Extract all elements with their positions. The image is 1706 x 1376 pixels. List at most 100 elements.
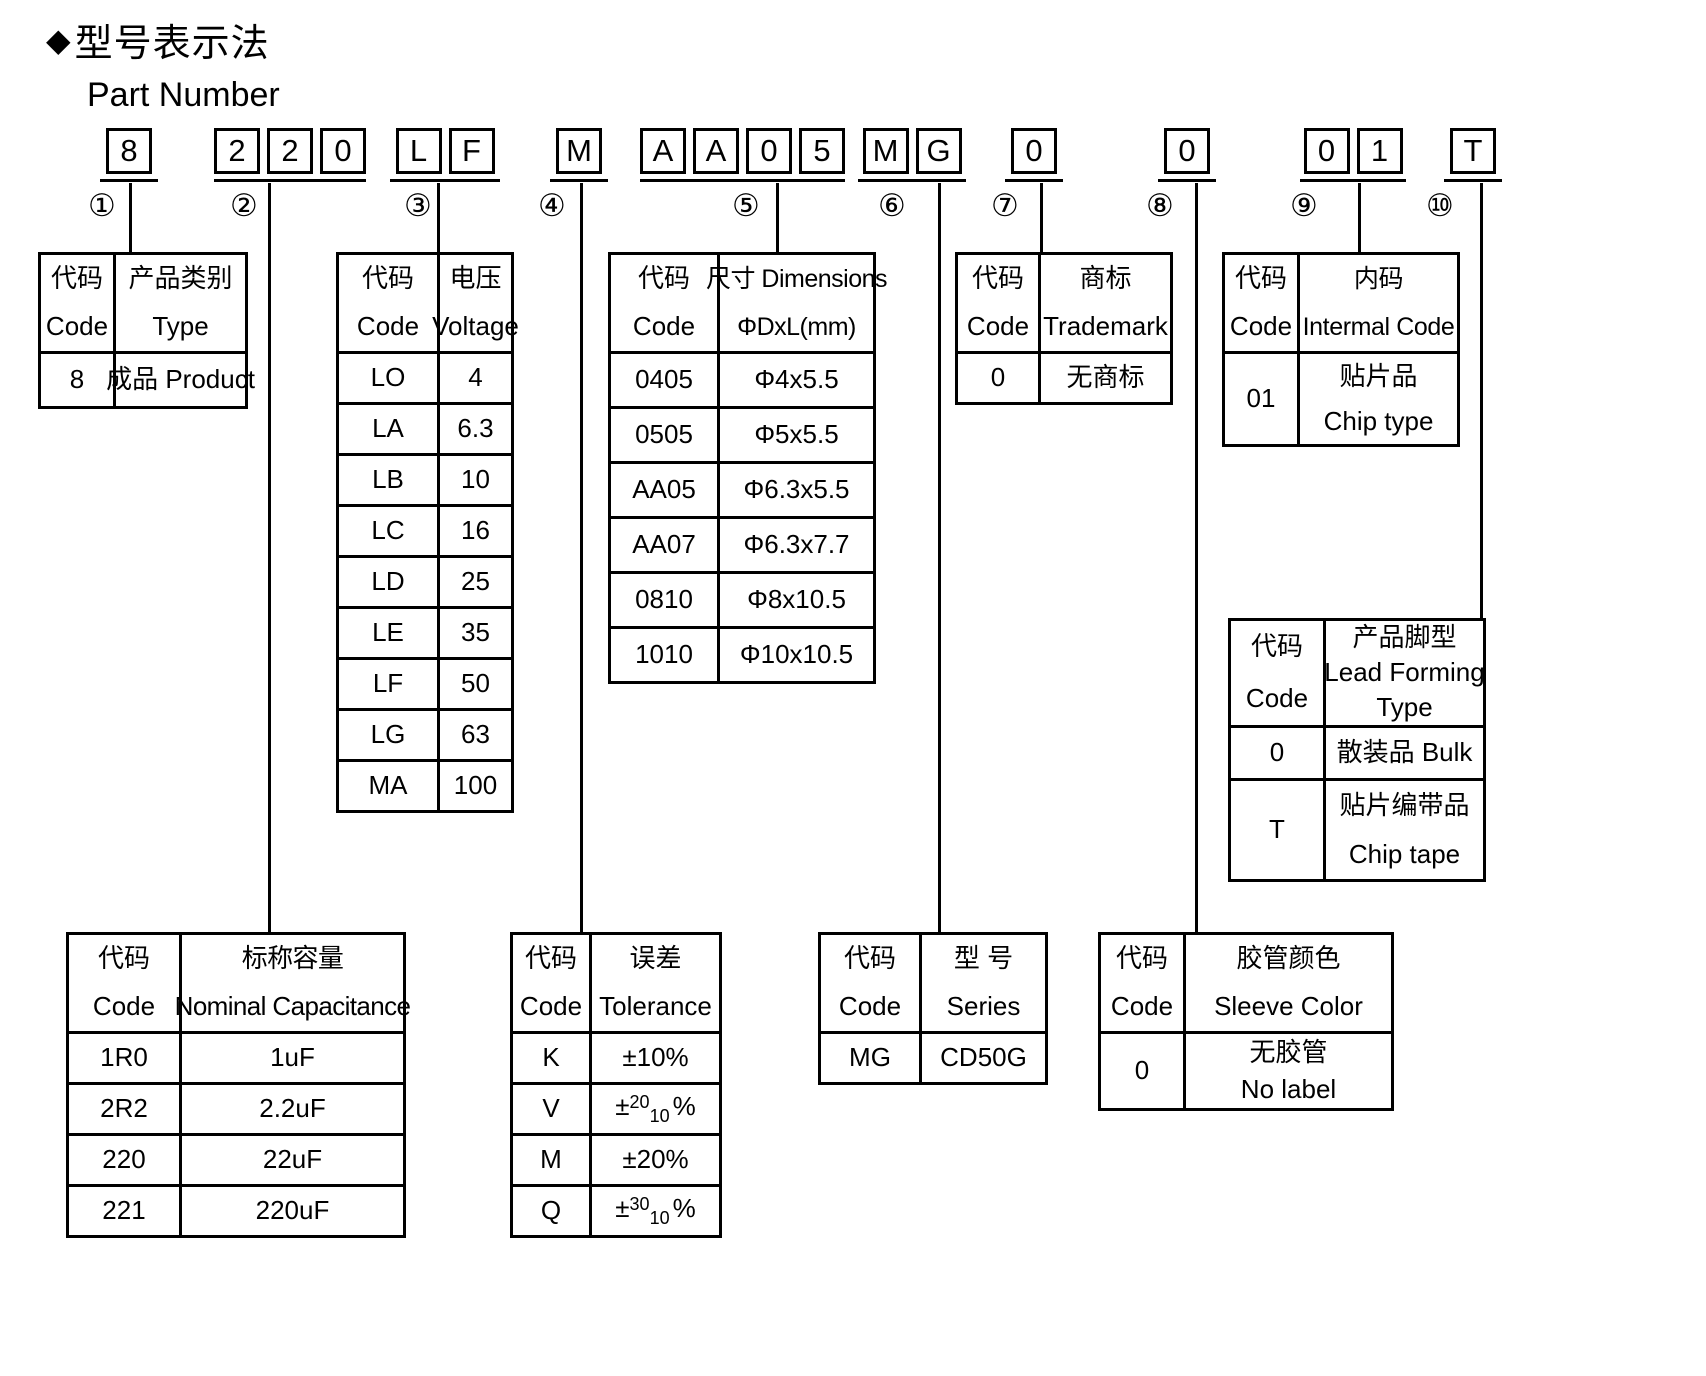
char-boxes: M (550, 128, 608, 174)
page-title: ◆ 型号表示法 Part Number (46, 12, 280, 115)
group-underline (1300, 179, 1406, 182)
table-cell: T (1228, 778, 1326, 882)
table-cell: Φ5x5.5 (717, 406, 876, 464)
table-cell: Q (510, 1184, 592, 1238)
table-cell: LE (336, 606, 440, 660)
connector-line-2 (268, 183, 271, 933)
table-cell: LD (336, 555, 440, 609)
connector-line-6 (938, 183, 941, 933)
group-underline (1158, 179, 1216, 182)
connector-line-9 (1358, 183, 1361, 253)
table-cell: MA (336, 759, 440, 813)
group-marker: ⑤ (732, 188, 760, 224)
group-underline (858, 179, 966, 182)
table-cell: LB (336, 453, 440, 507)
table-cell: AA07 (608, 516, 720, 574)
table-cell: 1010 (608, 626, 720, 684)
char-box: T (1450, 128, 1496, 174)
table-cell: 10 (437, 453, 514, 507)
table-cell: 无商标 (1038, 351, 1173, 405)
char-boxes: 0 (1158, 128, 1216, 174)
table-cell: 0 (1228, 725, 1326, 781)
group-marker: ⑧ (1146, 188, 1174, 224)
char-box: 2 (267, 128, 313, 174)
char-box: 2 (214, 128, 260, 174)
table-cell: ±3010% (589, 1184, 722, 1238)
table-cell: 100 (437, 759, 514, 813)
table-cell: ±2010% (589, 1082, 722, 1136)
group-marker: ① (88, 188, 116, 224)
table-cell: 22uF (179, 1133, 406, 1187)
char-box: 8 (106, 128, 152, 174)
connector-line-10 (1480, 183, 1483, 619)
table-cell: LO (336, 351, 440, 405)
char-box: 0 (1011, 128, 1057, 174)
table-cell: 0405 (608, 351, 720, 409)
table-cell: 50 (437, 657, 514, 711)
group-underline (640, 179, 845, 182)
char-box: F (448, 128, 495, 174)
table-cell: 1R0 (66, 1031, 182, 1085)
table-cell: 220uF (179, 1184, 406, 1238)
char-box: 1 (1356, 128, 1403, 174)
table-cell: 成品 Product (106, 351, 255, 409)
table-cell: Φ6.3x5.5 (717, 461, 876, 519)
table-cell: 2.2uF (179, 1082, 406, 1136)
table-cell: K (510, 1031, 592, 1085)
char-boxes: 0 (1005, 128, 1063, 174)
char-box: M (862, 128, 909, 174)
group-marker: ③ (404, 188, 432, 224)
title-english: Part Number (87, 76, 280, 114)
table-cell: MG (818, 1031, 922, 1085)
table-cell: 16 (437, 504, 514, 558)
table-cell: M (510, 1133, 592, 1187)
